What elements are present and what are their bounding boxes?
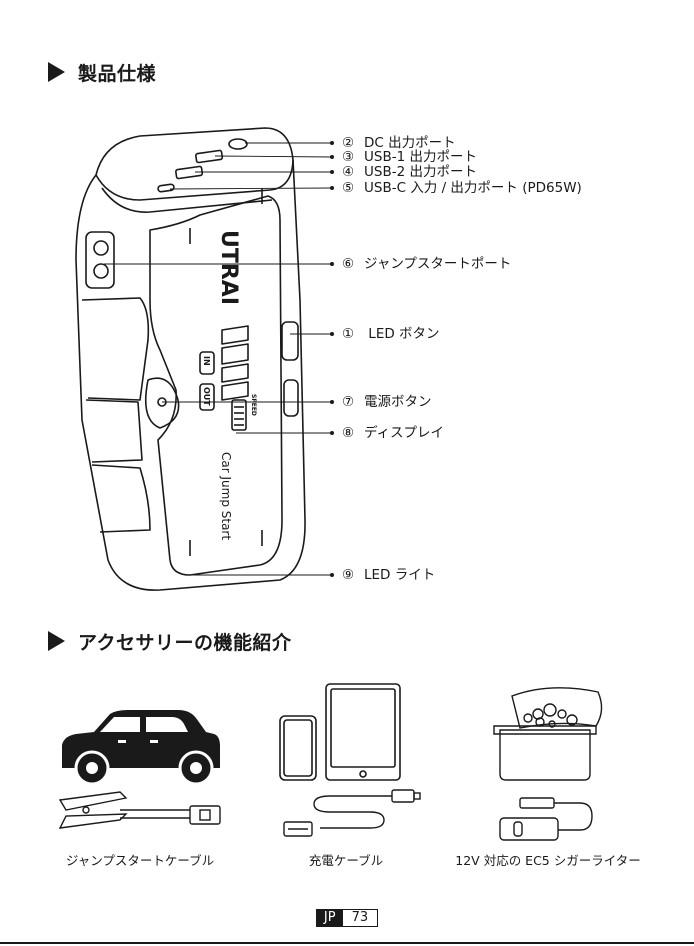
callout-number: ③ — [342, 149, 364, 165]
accessory-label-charging-cable: 充電ケーブル — [236, 850, 456, 869]
accessories-illustration — [0, 670, 694, 845]
tablet-icon — [326, 684, 400, 780]
callout-number: ⑥ — [342, 256, 364, 272]
callout-led-button: ① LED ボタン — [342, 326, 440, 342]
bottom-rule — [0, 942, 694, 944]
callout-label: LED ボタン — [364, 326, 440, 342]
callout-label: LED ライト — [364, 567, 435, 583]
callout-number: ④ — [342, 164, 364, 180]
cooler-box-icon — [494, 688, 602, 780]
callout-label: USB-1 出力ポート — [364, 149, 477, 165]
lcd-digit — [222, 364, 248, 400]
page-number-badge: JP 73 — [316, 909, 378, 927]
callout-power-button: ⑦ 電源ボタン — [342, 394, 432, 410]
charging-cable-icon — [284, 790, 420, 836]
device-illustration: UTRAI Car Jump Start IN OUT SPEED — [0, 0, 694, 620]
lcd-digit — [222, 326, 248, 364]
language-label: JP — [317, 910, 343, 926]
triangle-bullet-icon — [48, 631, 65, 651]
callout-number: ⑦ — [342, 394, 364, 410]
side-grip — [86, 400, 142, 462]
cigarette-adapter-icon — [500, 798, 592, 840]
device-top-face — [96, 160, 293, 200]
usbc-port — [158, 184, 175, 192]
page-footer: JP 73 — [0, 909, 694, 927]
usb2-port — [176, 166, 203, 179]
section-heading-accessories: アクセサリーの機能紹介 — [48, 626, 292, 656]
phone-icon — [280, 716, 316, 780]
device-brand: UTRAI — [216, 230, 241, 305]
callout-number: ⑨ — [342, 567, 364, 583]
usb1-port — [196, 150, 223, 163]
lcd-out-label: OUT — [202, 387, 211, 406]
callout-usb2-port: ④ USB-2 出力ポート — [342, 164, 477, 180]
callout-label: USB-2 出力ポート — [364, 164, 477, 180]
callout-label: ジャンプスタートポート — [364, 256, 511, 272]
jumper-cable-icon — [60, 792, 220, 828]
section-title: アクセサリーの機能紹介 — [78, 628, 292, 655]
callout-led-light: ⑨ LED ライト — [342, 567, 435, 583]
callout-usbc-port: ⑤ USB-C 入力 / 出力ポート (PD65W) — [342, 180, 582, 196]
lcd-speed-label: SPEED — [250, 394, 257, 416]
accessory-label-cigarette-adapter: 12V 対応の EC5 シガーライター — [438, 850, 658, 869]
side-grip — [82, 298, 148, 400]
callout-label: 電源ボタン — [364, 394, 432, 410]
device-side-text: Car Jump Start — [219, 452, 233, 540]
callout-display: ⑧ ディスプレイ — [342, 425, 444, 441]
page-number: 73 — [343, 910, 378, 926]
accessory-label-jump-cable: ジャンプスタートケーブル — [30, 850, 250, 869]
led-button — [282, 322, 298, 360]
callout-usb1-port: ③ USB-1 出力ポート — [342, 149, 477, 165]
callout-number: ① — [342, 326, 364, 342]
car-icon — [62, 710, 220, 784]
callout-jump-start-port: ⑥ ジャンプスタートポート — [342, 256, 511, 272]
front-panel — [150, 196, 282, 575]
callout-label: ディスプレイ — [364, 425, 444, 441]
callout-number: ⑧ — [342, 425, 364, 441]
callout-number: ⑤ — [342, 180, 364, 196]
dc-port — [229, 139, 247, 149]
lcd-in-label: IN — [202, 356, 211, 366]
callout-label: USB-C 入力 / 出力ポート (PD65W) — [364, 180, 582, 196]
